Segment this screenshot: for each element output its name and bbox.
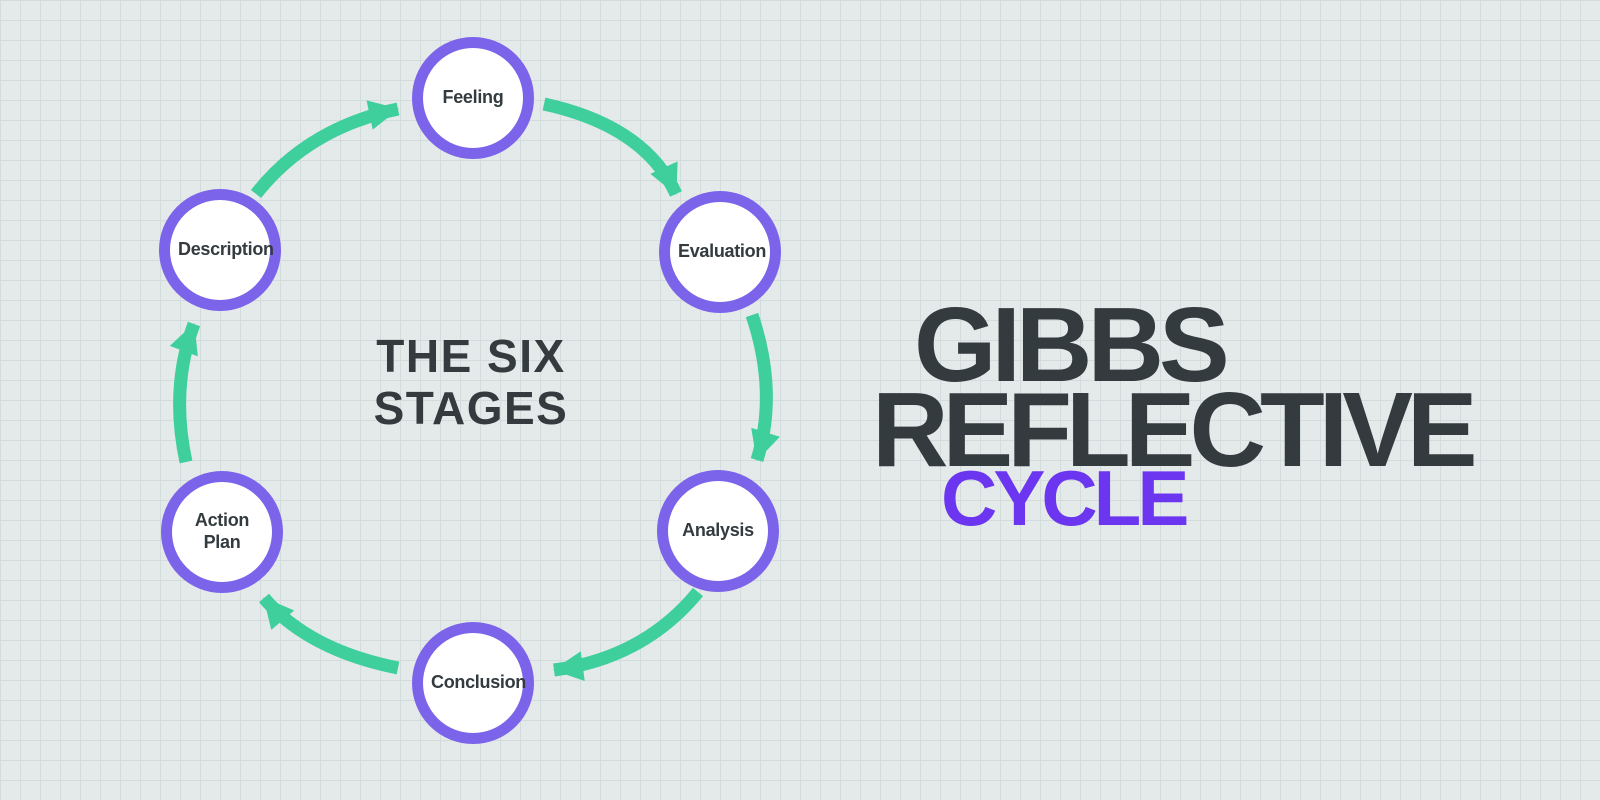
title-line-gibbs: GIBBS bbox=[914, 286, 1230, 404]
arrow-analysis-to-conclusion-icon bbox=[553, 587, 704, 682]
stage-circle-conclusion: Conclusion bbox=[412, 622, 534, 744]
title-line-reflective: REFLECTIVE bbox=[872, 371, 1478, 489]
stage-circle-analysis: Analysis bbox=[657, 470, 779, 592]
stage-circle-action-plan: Action Plan bbox=[161, 471, 283, 593]
arrow-conclusion-to-actionplan-icon bbox=[259, 593, 400, 675]
stage-label-feeling: Feeling bbox=[442, 87, 504, 108]
center-caption-line-2: STAGES bbox=[373, 382, 569, 434]
stage-circle-description: Description bbox=[159, 189, 281, 311]
stage-label-description: Description bbox=[178, 239, 274, 260]
stage-circle-evaluation: Evaluation bbox=[659, 191, 781, 313]
cycle-center-caption: THE SIX STAGES bbox=[321, 330, 621, 434]
stage-circle-feeling: Feeling bbox=[412, 37, 534, 159]
stage-label-analysis: Analysis bbox=[682, 520, 754, 541]
arrow-actionplan-to-description-icon bbox=[169, 321, 201, 464]
title-line-cycle: CYCLE bbox=[941, 454, 1189, 542]
arrow-feeling-to-evaluation-icon bbox=[542, 97, 682, 197]
stage-label-conclusion: Conclusion bbox=[431, 672, 526, 693]
center-caption-line-1: THE SIX bbox=[376, 330, 566, 382]
arrow-description-to-feeling-icon bbox=[250, 100, 400, 199]
arrow-evaluation-to-analysis-icon bbox=[745, 312, 780, 462]
stage-label-evaluation: Evaluation bbox=[678, 241, 767, 262]
stage-label-action-plan: Action Plan bbox=[194, 510, 250, 552]
